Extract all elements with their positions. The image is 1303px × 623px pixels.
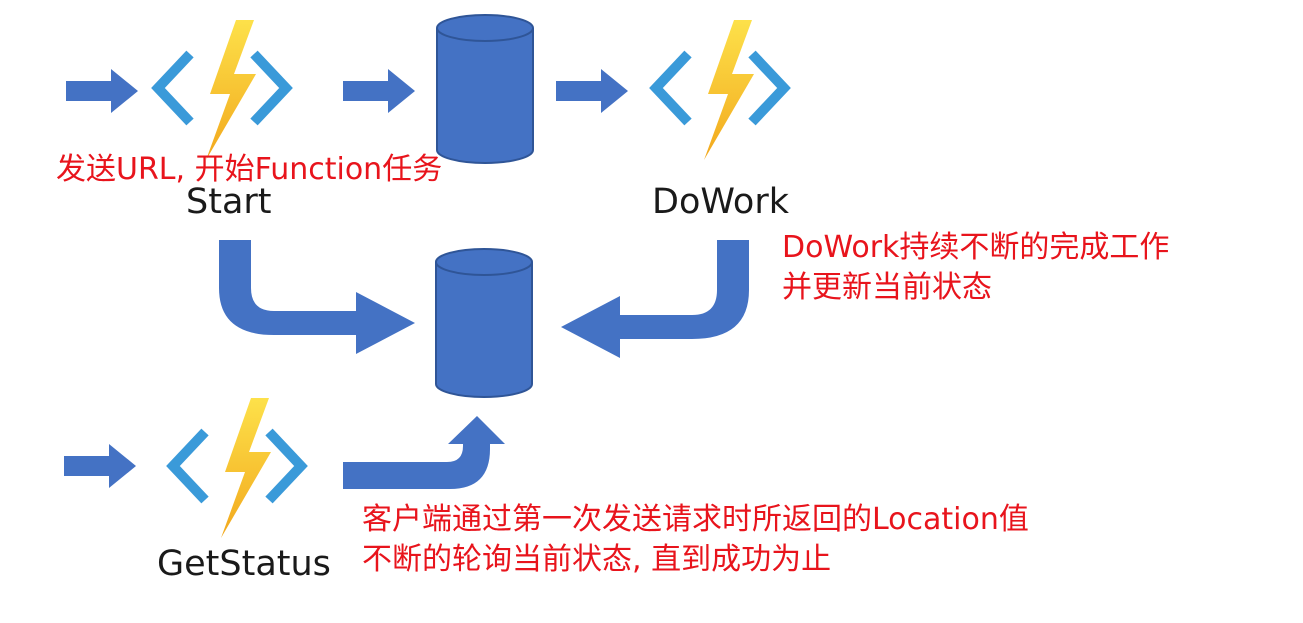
curved-arrow-getstatus-to-center-storage (343, 416, 505, 489)
input-arrow-getstatus (64, 444, 136, 488)
dowork-note-line-1: DoWork持续不断的完成工作 (782, 230, 1170, 265)
curved-arrow-start-to-center-storage (219, 240, 415, 354)
getstatus-note: 客户端通过第一次发送请求时所返回的Location值 不断的轮询当前状态, 直到… (362, 500, 1029, 579)
storage-center-cylinder-icon (435, 248, 533, 398)
getstatus-note-line-1: 客户端通过第一次发送请求时所返回的Location值 (362, 502, 1029, 537)
getstatus-note-line-2: 不断的轮询当前状态, 直到成功为止 (362, 541, 832, 577)
dowork-note: DoWork持续不断的完成工作 并更新当前状态 (782, 228, 1169, 307)
dowork-function-icon (656, 20, 784, 160)
dowork-label: DoWork (652, 182, 789, 222)
arrow-storage-to-dowork (556, 69, 628, 113)
storage-top-cylinder-icon (436, 14, 534, 164)
input-arrow-start (66, 69, 138, 113)
start-function-icon (158, 20, 286, 160)
dowork-note-line-2: 并更新当前状态 (782, 269, 992, 305)
start-note: 发送URL, 开始Function任务 (56, 152, 443, 187)
getstatus-label: GetStatus (157, 544, 331, 584)
getstatus-function-icon (173, 398, 301, 538)
arrow-start-to-storage (343, 69, 415, 113)
start-label: Start (186, 182, 272, 222)
curved-arrow-dowork-to-center-storage (561, 240, 749, 358)
